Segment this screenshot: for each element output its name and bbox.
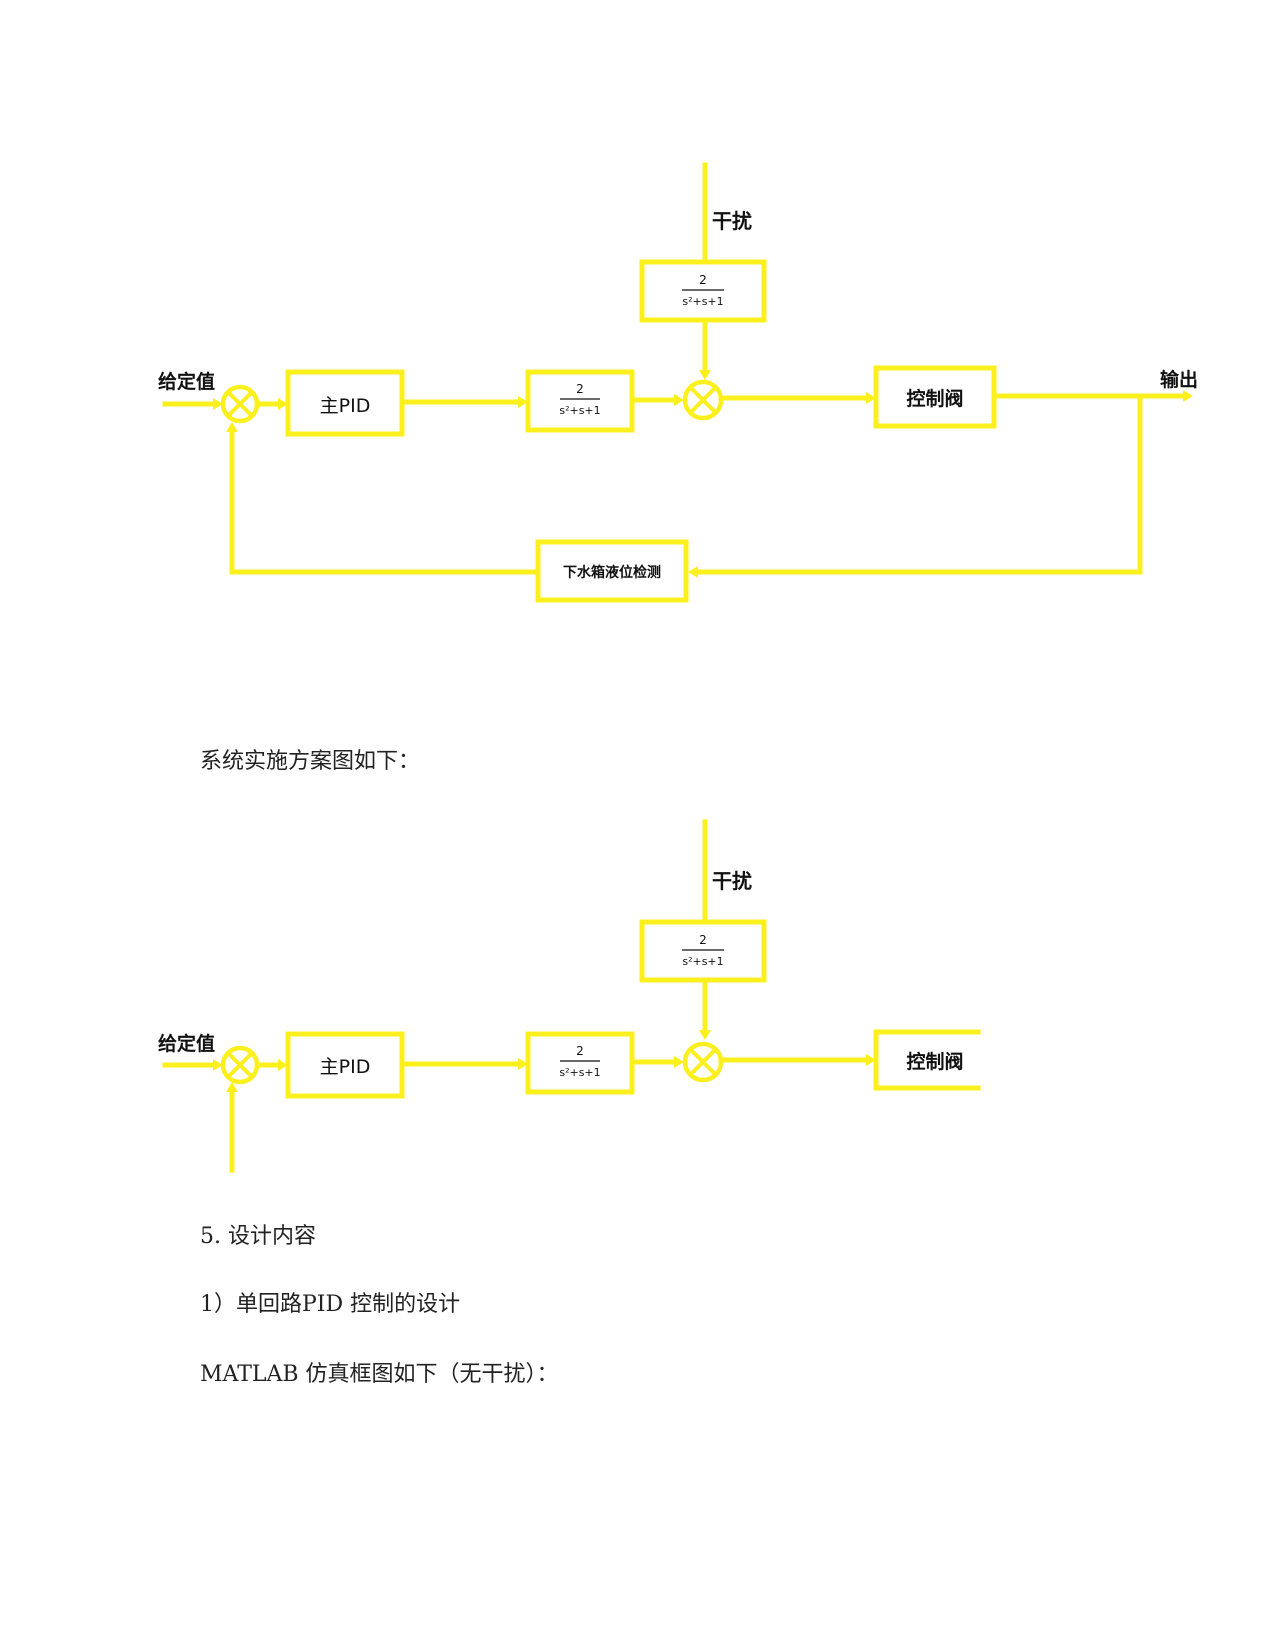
level-sensor-label: 下水箱液位检测 [563, 564, 661, 581]
summing-junction-1 [220, 384, 260, 424]
matlab-caption: MATLAB 仿真框图如下（无干扰）： [200, 1362, 559, 1387]
main-pid-label: 主PID [320, 395, 371, 417]
disturbance-tf-block-2 [639, 919, 767, 983]
main-pid-block [285, 369, 405, 437]
main-pid-label-2: 主PID [320, 1056, 371, 1078]
control-valve-label-2: 控制阀 [906, 1050, 963, 1073]
section-5-heading: 5. 设计内容 [200, 1224, 316, 1249]
summing-junction-3 [220, 1045, 260, 1085]
plant-tf-denominator: s²+s+1 [559, 404, 600, 417]
plant-tf-denominator-2: s²+s+1 [559, 1066, 600, 1079]
disturbance-label-2: 干扰 [712, 869, 752, 893]
disturbance-label: 干扰 [712, 209, 752, 233]
plant-tf-numerator-2: 2 [576, 1044, 584, 1058]
disturbance-tf-numerator-2: 2 [699, 933, 707, 947]
control-valve-block [873, 365, 997, 429]
summing-junction-4 [682, 1041, 724, 1083]
plant-tf-block-2 [525, 1031, 635, 1095]
item-1-heading: 1）单回路PID 控制的设计 [200, 1292, 461, 1317]
control-loop-diagram: 干扰 2 s²+s+1 给定值 主PID 2 s²+s+1 [158, 162, 1198, 603]
control-valve-label: 控制阀 [906, 387, 963, 410]
summing-junction-2 [682, 379, 724, 421]
plant-tf-numerator: 2 [576, 382, 584, 396]
implementation-scheme-diagram: 干扰 2 s²+s+1 给定值 主PID 2 s²+s+1 [158, 819, 981, 1173]
scheme-caption: 系统实施方案图如下： [200, 749, 421, 774]
disturbance-tf-denominator-2: s²+s+1 [682, 955, 723, 968]
disturbance-tf-numerator: 2 [699, 273, 707, 287]
control-valve-block-2 [873, 1029, 981, 1091]
output-label: 输出 [1160, 368, 1198, 391]
plant-tf-block [525, 369, 635, 433]
setpoint-label-2: 给定值 [158, 1032, 215, 1055]
setpoint-label: 给定值 [158, 370, 215, 393]
disturbance-tf-block [639, 259, 767, 323]
disturbance-tf-denominator: s²+s+1 [682, 295, 723, 308]
